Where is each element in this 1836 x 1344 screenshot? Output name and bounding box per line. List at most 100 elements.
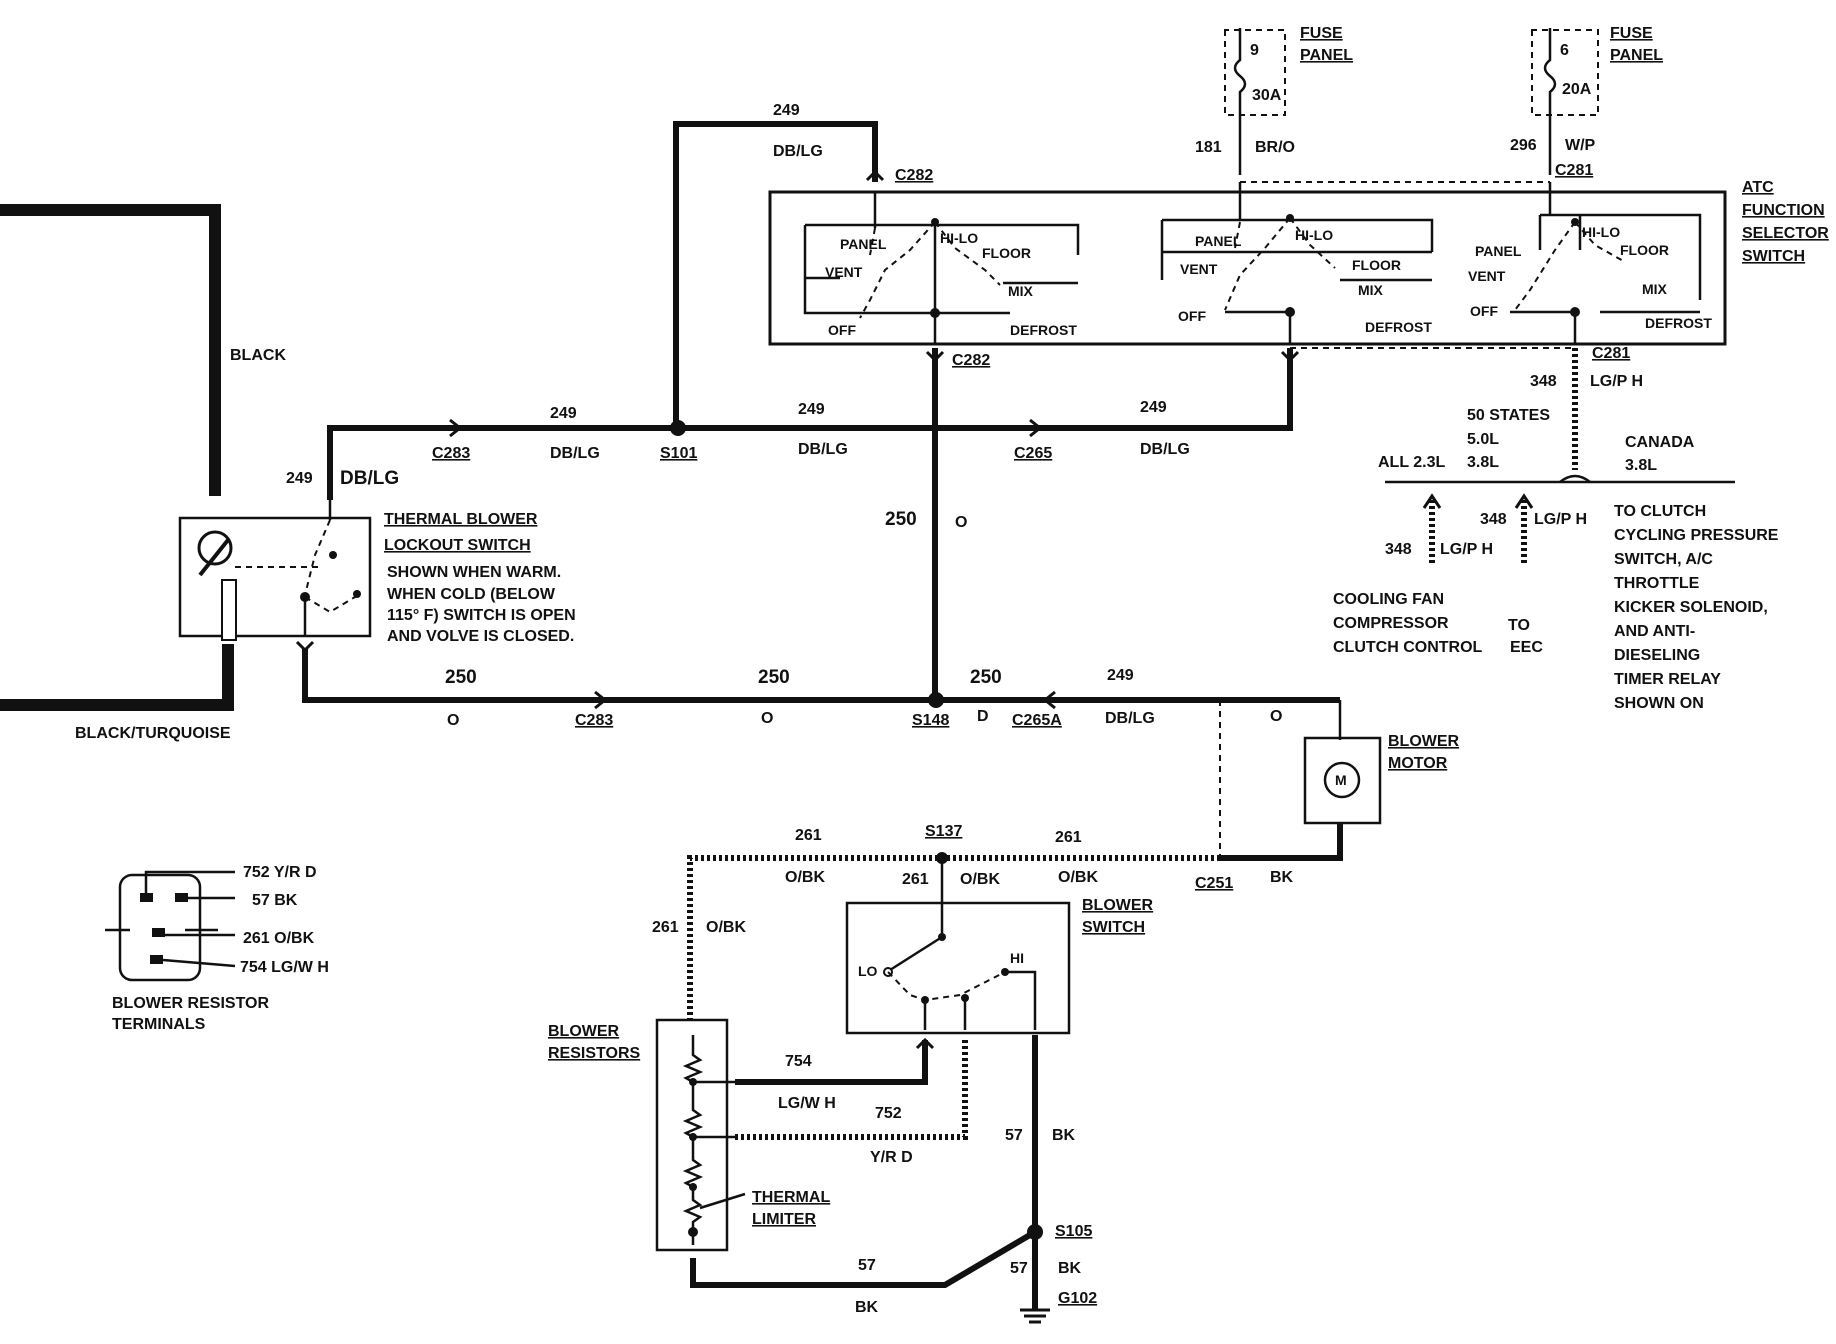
conn-c265a: C265A xyxy=(1012,712,1062,729)
motor-o: O xyxy=(1270,708,1282,725)
conn-c282-top: C282 xyxy=(895,167,933,184)
s137-obk: O/BK xyxy=(960,871,1000,888)
atc1-mix: MIX xyxy=(1008,283,1034,299)
fuse-6-number: 6 xyxy=(1560,42,1569,59)
v-lgph: LG/P H xyxy=(1590,373,1643,390)
bus-249-a: 249 xyxy=(550,405,577,422)
fuse-6 xyxy=(1531,28,1599,175)
atc3-panel: PANEL xyxy=(1475,243,1522,259)
variant-50states: 50 STATES xyxy=(1467,407,1550,424)
thermal-input-color: DB/LG xyxy=(340,468,399,489)
pin-754: 754 LG/W H xyxy=(240,959,329,976)
thermal-note-line-2: WHEN COLD (BELOW xyxy=(387,586,556,603)
conn-s148: S148 xyxy=(912,712,949,729)
splice-s137 xyxy=(936,852,948,864)
clutch-line-6: AND ANTI- xyxy=(1614,623,1695,640)
conn-c265: C265 xyxy=(1014,445,1052,462)
v-250: 250 xyxy=(885,509,917,530)
wire-57 xyxy=(690,1035,1050,1324)
w-lgwh: LG/W H xyxy=(778,1095,836,1112)
fuse-9-color: BR/O xyxy=(1255,139,1295,156)
v-obk: O/BK xyxy=(706,919,746,936)
pin-752: 752 Y/R D xyxy=(243,864,317,881)
fuse-9-label-2: PANEL xyxy=(1300,47,1353,64)
blower-motor-label-2: MOTOR xyxy=(1388,755,1448,772)
conn-c251: C251 xyxy=(1195,875,1233,892)
h-250-b: 250 xyxy=(758,667,790,688)
fuse-9-number: 9 xyxy=(1250,42,1259,59)
limiter-label-2: LIMITER xyxy=(752,1211,816,1228)
atc3-mix: MIX xyxy=(1642,281,1668,297)
terminals-title-1: BLOWER RESISTOR xyxy=(112,995,269,1012)
h-d: D xyxy=(977,708,989,725)
bus-dblg-b: DB/LG xyxy=(798,441,848,458)
h-o-b: O xyxy=(761,710,773,727)
limiter-label-1: THERMAL xyxy=(752,1189,830,1206)
black-hose-label: BLACK xyxy=(230,347,286,364)
atc1-off: OFF xyxy=(828,322,856,338)
bus-249-c: 249 xyxy=(1140,399,1167,416)
h-obk-a: O/BK xyxy=(785,869,825,886)
atc3-floor: FLOOR xyxy=(1620,242,1669,258)
atc3-defrost: DEFROST xyxy=(1645,315,1712,331)
wire-348 xyxy=(1385,348,1735,565)
variant-canada: CANADA xyxy=(1625,434,1695,451)
v-261: 261 xyxy=(652,919,679,936)
terminals-title-2: TERMINALS xyxy=(112,1016,206,1033)
cooling-line-3: CLUTCH CONTROL xyxy=(1333,639,1483,656)
wire-754 xyxy=(735,1037,935,1085)
pin-57: 57 BK xyxy=(252,892,298,909)
atc2-vent: VENT xyxy=(1180,261,1218,277)
blower-motor-label-1: BLOWER xyxy=(1388,733,1460,750)
fuse-6-label-2: PANEL xyxy=(1610,47,1663,64)
atc3-off: OFF xyxy=(1470,303,1498,319)
cooling-line-2: COMPRESSOR xyxy=(1333,615,1449,632)
conn-s137: S137 xyxy=(925,823,962,840)
atc-section-1 xyxy=(803,192,1080,345)
h-o-a: O xyxy=(447,712,459,729)
v-bk-b: BK xyxy=(1058,1260,1082,1277)
conn-c283-top: C283 xyxy=(432,445,470,462)
atc1-panel: PANEL xyxy=(840,236,887,252)
resistor-terminals-diagram xyxy=(105,870,236,982)
bus-249-b: 249 xyxy=(798,401,825,418)
thermal-switch-title-2: LOCKOUT SWITCH xyxy=(384,537,531,554)
v-57-b: 57 xyxy=(1010,1260,1028,1277)
v-348: 348 xyxy=(1530,373,1557,390)
variant-all23: ALL 2.3L xyxy=(1378,454,1446,471)
variant-canada-v: 3.8L xyxy=(1625,457,1657,474)
clutch-line-4: THROTTLE xyxy=(1614,575,1700,592)
fuse-6-circuit: 296 xyxy=(1510,137,1537,154)
fuse-6-color: W/P xyxy=(1565,137,1596,154)
splice-s148 xyxy=(928,692,944,708)
splice-s101 xyxy=(670,420,686,436)
conn-s105: S105 xyxy=(1055,1223,1092,1240)
conn-s101: S101 xyxy=(660,445,697,462)
h-57: 57 xyxy=(858,1257,876,1274)
blower-switch xyxy=(845,895,1071,1035)
wire-249-bus xyxy=(327,121,1293,500)
fuse-6-label-1: FUSE xyxy=(1610,25,1653,42)
atc1-floor: FLOOR xyxy=(982,245,1031,261)
atc2-hilo: HI-LO xyxy=(1295,227,1333,243)
h-261-a: 261 xyxy=(795,827,822,844)
top-dblg: DB/LG xyxy=(773,143,823,160)
atc-title-2: FUNCTION xyxy=(1742,202,1825,219)
clutch-line-9: SHOWN ON xyxy=(1614,695,1704,712)
blower-resistors xyxy=(655,1018,735,1252)
black-hose xyxy=(0,204,234,711)
black-turquoise-label: BLACK/TURQUOISE xyxy=(75,725,231,742)
branch-lgph-a: LG/P H xyxy=(1440,541,1493,558)
blower-switch-label-2: SWITCH xyxy=(1082,919,1145,936)
atc2-floor: FLOOR xyxy=(1352,257,1401,273)
limiter-leader xyxy=(699,1192,746,1210)
connector-marks xyxy=(295,169,1300,710)
branch-348-b: 348 xyxy=(1480,511,1507,528)
atc-title-1: ATC xyxy=(1742,179,1774,196)
thermal-lockout-switch xyxy=(178,500,372,641)
atc2-panel: PANEL xyxy=(1195,233,1242,249)
wire-250 xyxy=(302,348,1342,740)
clutch-line-8: TIMER RELAY xyxy=(1614,671,1721,688)
variant-50l: 5.0L xyxy=(1467,431,1499,448)
